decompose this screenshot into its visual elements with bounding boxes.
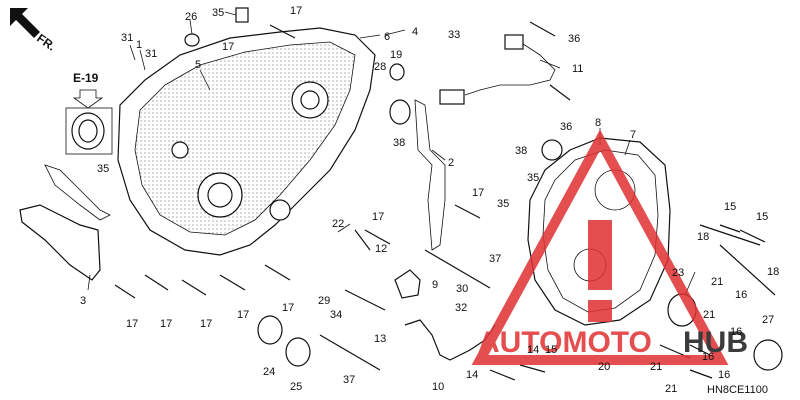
front-direction-label: FR. bbox=[34, 31, 58, 54]
callout-31b: 31 bbox=[145, 48, 157, 60]
callout-21b: 21 bbox=[703, 309, 715, 321]
callout-16a: 16 bbox=[735, 289, 747, 301]
callout-16d: 16 bbox=[718, 369, 730, 381]
front-direction-arrow bbox=[10, 8, 40, 38]
callout-26: 26 bbox=[185, 11, 197, 23]
callout-38a: 38 bbox=[393, 137, 405, 149]
callout-4: 4 bbox=[412, 26, 418, 38]
oil-seal-38b-part bbox=[541, 139, 563, 161]
callout-21d: 21 bbox=[665, 383, 677, 395]
callout-17i: 17 bbox=[282, 302, 294, 314]
callout-25: 25 bbox=[290, 381, 302, 393]
callout-15b: 15 bbox=[724, 201, 736, 213]
oil-seal-27-part bbox=[753, 339, 783, 371]
callout-32: 32 bbox=[455, 302, 467, 314]
bearing-reference-icon bbox=[71, 112, 105, 150]
reference-arrow-icon bbox=[72, 89, 104, 109]
callout-15c: 15 bbox=[756, 211, 768, 223]
callout-28: 28 bbox=[374, 61, 386, 73]
callout-23: 23 bbox=[672, 267, 684, 279]
callout-33: 33 bbox=[448, 29, 460, 41]
connector-part bbox=[439, 89, 465, 105]
callout-35b: 35 bbox=[527, 172, 539, 184]
plug-26-part bbox=[184, 33, 200, 47]
callout-17b: 17 bbox=[222, 41, 234, 53]
callout-37a: 37 bbox=[489, 253, 501, 265]
callout-11: 11 bbox=[572, 63, 583, 75]
callout-35a: 35 bbox=[212, 7, 224, 19]
callout-1: 1 bbox=[136, 39, 142, 51]
callout-10: 10 bbox=[432, 381, 444, 393]
watermark-text-part1: AUTOMOTO bbox=[478, 326, 652, 359]
callout-36a: 36 bbox=[568, 33, 580, 45]
dowel-19-part bbox=[389, 63, 405, 81]
callout-17c: 17 bbox=[472, 187, 484, 199]
leader-lines bbox=[87, 11, 696, 296]
callout-34: 34 bbox=[330, 309, 342, 321]
oil-seal-38-part bbox=[389, 99, 411, 125]
callout-15a: 15 bbox=[545, 344, 557, 356]
callout-3: 3 bbox=[80, 295, 86, 307]
callout-19: 19 bbox=[390, 49, 402, 61]
callout-7: 7 bbox=[630, 129, 636, 141]
gasket-part bbox=[414, 99, 446, 251]
callout-13: 13 bbox=[374, 333, 386, 345]
callout-38b: 38 bbox=[515, 145, 527, 157]
callout-16c: 16 bbox=[702, 351, 714, 363]
long-bolts bbox=[319, 224, 776, 371]
callout-36b: 36 bbox=[560, 121, 572, 133]
short-bolts bbox=[114, 21, 766, 381]
left-bracket-part bbox=[19, 204, 101, 281]
callout-12: 12 bbox=[375, 243, 387, 255]
oil-filler-cap-part bbox=[394, 269, 421, 299]
callout-2: 2 bbox=[448, 157, 454, 169]
oil-seal-25-part bbox=[285, 337, 311, 367]
callout-35d: 35 bbox=[97, 163, 109, 175]
callout-27: 27 bbox=[762, 314, 774, 326]
callout-31a: 31 bbox=[121, 32, 133, 44]
diagram-code: HN8CE1100 bbox=[707, 384, 768, 396]
dowel-35a-part bbox=[235, 7, 249, 23]
callout-21c: 21 bbox=[650, 361, 662, 373]
callout-37b: 37 bbox=[343, 374, 355, 386]
callout-8: 8 bbox=[595, 117, 601, 129]
callout-6: 6 bbox=[384, 31, 390, 43]
callout-17e: 17 bbox=[126, 318, 138, 330]
small-bracket-part bbox=[44, 164, 111, 221]
callout-17f: 17 bbox=[160, 318, 172, 330]
callout-20: 20 bbox=[598, 361, 610, 373]
callout-29: 29 bbox=[318, 295, 330, 307]
watermark-text-part2: HUB bbox=[683, 326, 748, 359]
reference-label-e19: E-19 bbox=[73, 71, 99, 85]
watermark-logo: AUTOMOTO HUB bbox=[471, 129, 748, 365]
left-crankcase-part bbox=[117, 27, 376, 256]
callout-24: 24 bbox=[263, 366, 275, 378]
callout-17a: 17 bbox=[290, 5, 302, 17]
callout-9: 9 bbox=[432, 279, 438, 291]
oil-pipe-part bbox=[404, 319, 496, 361]
callout-22: 22 bbox=[332, 218, 344, 230]
callout-30: 30 bbox=[456, 283, 468, 295]
callout-14b: 14 bbox=[466, 369, 478, 381]
bearing-24-part bbox=[257, 315, 283, 345]
callout-18a: 18 bbox=[697, 231, 709, 243]
callout-5: 5 bbox=[195, 59, 201, 71]
callout-17d: 17 bbox=[372, 211, 384, 223]
callout-21a: 21 bbox=[711, 276, 723, 288]
sensor-part bbox=[504, 34, 524, 50]
callout-17h: 17 bbox=[237, 309, 249, 321]
callout-16b: 16 bbox=[730, 326, 742, 338]
callout-17g: 17 bbox=[200, 318, 212, 330]
callout-14a: 14 bbox=[527, 344, 539, 356]
callout-18b: 18 bbox=[767, 266, 779, 278]
callout-labels: 31 1 31 26 5 35 17 17 4 6 33 36 19 28 11… bbox=[80, 5, 779, 395]
callout-35c: 35 bbox=[497, 198, 509, 210]
sensor-cable-part bbox=[464, 41, 556, 96]
